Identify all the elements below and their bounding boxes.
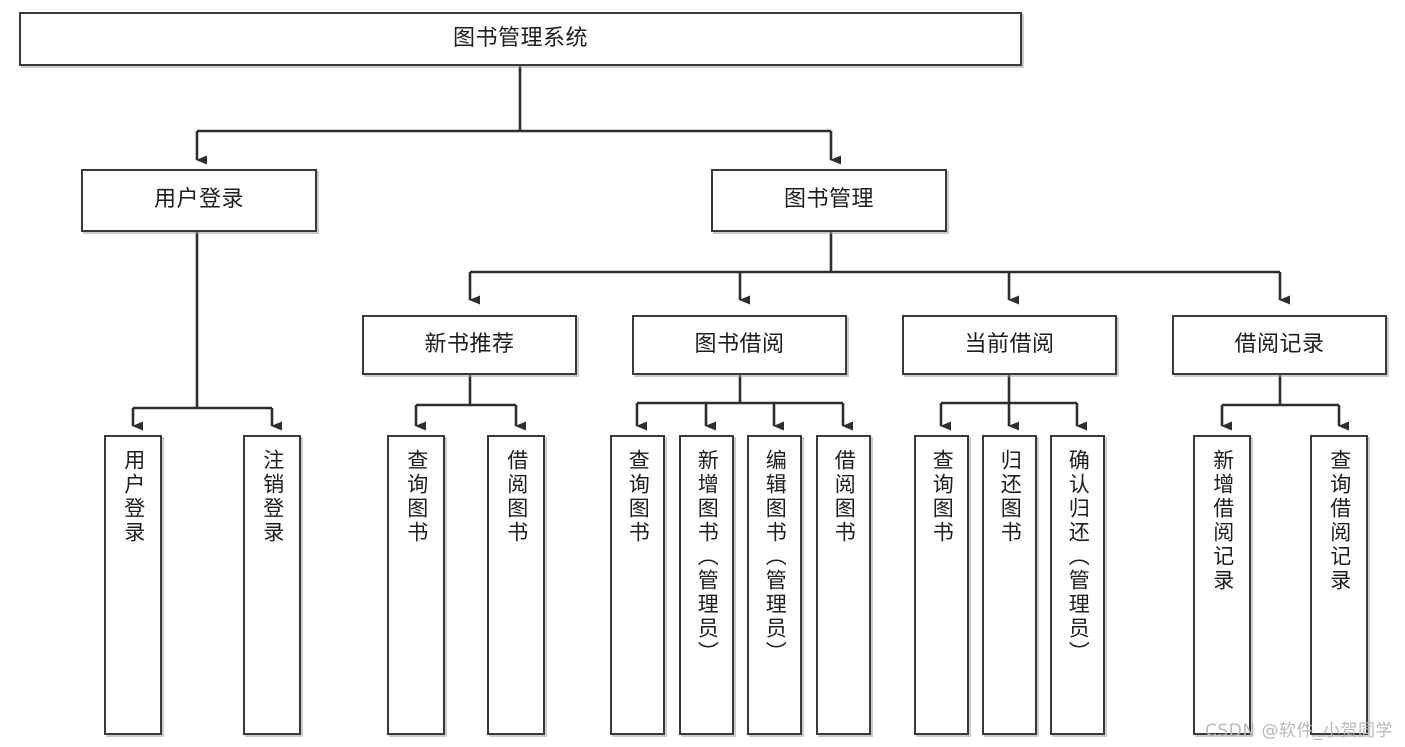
node-label: 借阅记录 (1234, 331, 1325, 357)
leaf-add-borrow-record[interactable]: 新增借阅记录 (1193, 435, 1251, 735)
node-user-login[interactable]: 用户登录 (81, 169, 317, 232)
node-label: 借阅图书 (504, 449, 529, 545)
leaf-borrow-book[interactable]: 借阅图书 (816, 435, 871, 735)
node-label: 注销登录 (260, 449, 285, 545)
leaf-query-book-current[interactable]: 查询图书 (914, 435, 969, 735)
node-label: 用户登录 (121, 449, 146, 545)
node-label: 新增借阅记录 (1210, 449, 1235, 593)
node-label: 图书管理系统 (452, 25, 588, 51)
node-root-system[interactable]: 图书管理系统 (19, 12, 1022, 66)
node-label: 用户登录 (153, 187, 244, 213)
leaf-borrow-book-recommend[interactable]: 借阅图书 (487, 435, 545, 735)
leaf-query-book-recommend[interactable]: 查询图书 (387, 435, 445, 735)
leaf-confirm-return-admin[interactable]: 确认归还（管理员） (1050, 435, 1105, 735)
node-label: 当前借阅 (964, 331, 1055, 357)
node-label: 图书管理 (783, 187, 874, 213)
leaf-user-login[interactable]: 用户登录 (104, 435, 162, 735)
node-book-management[interactable]: 图书管理 (711, 169, 947, 232)
node-new-book-recommendation[interactable]: 新书推荐 (362, 315, 577, 375)
node-label: 查询图书 (404, 449, 429, 545)
leaf-return-book[interactable]: 归还图书 (982, 435, 1037, 735)
leaf-logout[interactable]: 注销登录 (243, 435, 301, 735)
node-label: 图书借阅 (694, 331, 785, 357)
leaf-query-book-borrow[interactable]: 查询图书 (610, 435, 665, 735)
node-label: 确认归还（管理员） (1066, 449, 1091, 665)
node-label: 新增图书（管理员） (695, 449, 720, 665)
leaf-edit-book-admin[interactable]: 编辑图书（管理员） (747, 435, 802, 735)
node-label: 查询图书 (626, 449, 651, 545)
node-label: 查询借阅记录 (1327, 449, 1352, 593)
node-borrow-record[interactable]: 借阅记录 (1172, 315, 1387, 375)
node-label: 归还图书 (998, 449, 1023, 545)
leaf-add-book-admin[interactable]: 新增图书（管理员） (679, 435, 734, 735)
node-label: 借阅图书 (832, 449, 857, 545)
node-book-borrow[interactable]: 图书借阅 (632, 315, 847, 375)
node-label: 查询图书 (930, 449, 955, 545)
node-current-borrow[interactable]: 当前借阅 (902, 315, 1117, 375)
node-label: 新书推荐 (424, 331, 515, 357)
leaf-query-borrow-record[interactable]: 查询借阅记录 (1310, 435, 1368, 735)
node-label: 编辑图书（管理员） (763, 449, 788, 665)
